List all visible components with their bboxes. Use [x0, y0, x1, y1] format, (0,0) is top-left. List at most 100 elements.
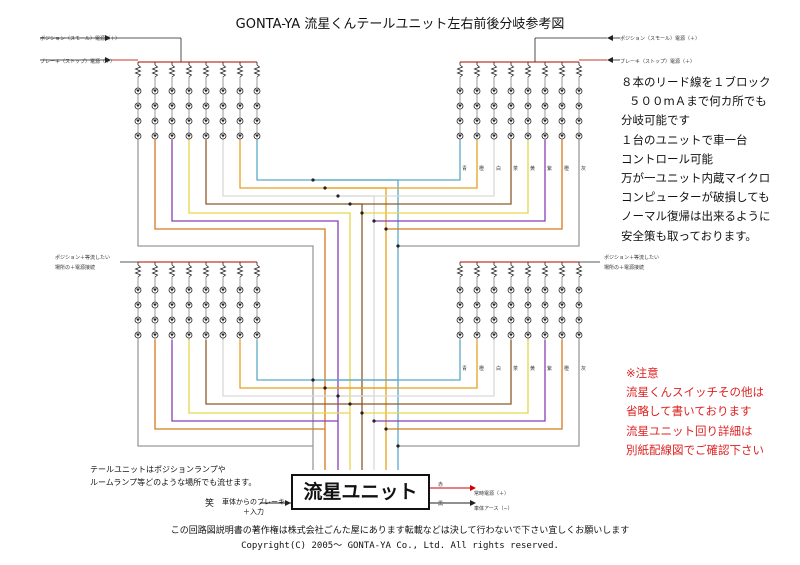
- resistor-symbol: [524, 64, 532, 78]
- unit-mark-red: 赤: [438, 482, 444, 488]
- wire-color-label: 灰: [581, 166, 587, 172]
- resistor-symbol: [185, 64, 193, 78]
- constant-power-label: 常時電源（＋）: [474, 491, 510, 497]
- warning-line: 流星ユニット回り詳細は: [626, 423, 753, 438]
- led-symbol: [526, 104, 530, 108]
- led-symbol: [560, 318, 564, 322]
- led-symbol: [187, 303, 191, 307]
- led-symbol: [458, 104, 462, 108]
- led-symbol: [509, 288, 513, 292]
- led-symbol: [187, 134, 191, 138]
- led-symbol: [458, 119, 462, 123]
- led-symbol: [136, 318, 140, 322]
- bottom-left-label-2: 場所の＋電源接続: [55, 265, 96, 271]
- led-symbol: [492, 303, 496, 307]
- led-symbol: [170, 303, 174, 307]
- led-symbol: [238, 318, 242, 322]
- led-symbol: [475, 333, 479, 337]
- resistor-symbol: [524, 264, 532, 278]
- junction-dot: [336, 194, 340, 198]
- led-symbol: [492, 134, 496, 138]
- wire: [154, 340, 325, 430]
- wire: [362, 340, 529, 414]
- led-symbol: [255, 104, 259, 108]
- wire: [171, 140, 339, 470]
- resistor-symbol: [202, 64, 210, 78]
- led-symbol: [475, 134, 479, 138]
- led-symbol: [136, 89, 140, 93]
- note-line: ８本のリード線を１ブロック: [621, 75, 771, 89]
- led-symbol: [458, 134, 462, 138]
- wire: [350, 340, 512, 405]
- resistor-symbol: [473, 64, 481, 78]
- led-symbol: [238, 303, 242, 307]
- warning-line: 省略して書いております: [626, 404, 752, 419]
- diode-icon: [607, 57, 613, 63]
- led-symbol: [255, 333, 259, 337]
- led-symbol: [543, 288, 547, 292]
- led-symbol: [577, 89, 581, 93]
- led-symbol: [560, 303, 564, 307]
- led-symbol: [153, 303, 157, 307]
- wire-color-label: 青: [462, 166, 468, 172]
- led-symbol: [221, 303, 225, 307]
- led-symbol: [577, 333, 581, 337]
- led-symbol: [475, 104, 479, 108]
- led-symbol: [255, 119, 259, 123]
- warning-line: 流星くんスイッチその他は: [626, 385, 764, 400]
- led-symbol: [543, 134, 547, 138]
- arrow-icon: [470, 500, 476, 506]
- led-symbol: [543, 303, 547, 307]
- top-left-position-label: ポジション（スモール）電源（＋）: [40, 36, 121, 42]
- led-symbol: [492, 104, 496, 108]
- body-ground-label: 車体アース（−）: [474, 506, 513, 512]
- led-symbol: [560, 288, 564, 292]
- tail-unit-note-line: ルームランプ等どのような場所でも流せます。: [90, 478, 257, 487]
- wire-color-label: 橙: [479, 366, 485, 372]
- led-symbol: [204, 89, 208, 93]
- led-symbol: [543, 333, 547, 337]
- wire-color-label: 黄: [530, 366, 536, 372]
- led-symbol: [238, 104, 242, 108]
- wire: [325, 340, 478, 389]
- junction-dot: [311, 178, 315, 182]
- tail-unit-note: テールユニットはポジションランプや ルームランプ等どのような場所でも流せます。: [90, 463, 256, 489]
- resistor-symbol: [236, 264, 244, 278]
- led-symbol: [221, 288, 225, 292]
- led-symbol: [492, 333, 496, 337]
- led-symbol: [458, 303, 462, 307]
- wire: [188, 140, 351, 470]
- led-symbol: [255, 288, 259, 292]
- junction-dot: [384, 227, 388, 231]
- resistor-symbol: [541, 64, 549, 78]
- note-line: 安全策も取っております。: [621, 228, 757, 243]
- spec-notes: ８本のリード線を１ブロック ５００mＡまで何カ所でも 分岐可能です １台のユニッ…: [621, 73, 771, 246]
- led-symbol: [153, 333, 157, 337]
- led-symbol: [509, 134, 513, 138]
- led-symbol: [187, 288, 191, 292]
- led-symbol: [221, 318, 225, 322]
- wire: [362, 140, 529, 214]
- tail-unit-note-line: テールユニットはポジションランプや: [90, 465, 226, 474]
- led-symbol: [526, 119, 530, 123]
- resistor-symbol: [253, 264, 261, 278]
- led-symbol: [170, 134, 174, 138]
- note-line: １台のユニットで車一台: [621, 132, 748, 147]
- led-symbol: [187, 318, 191, 322]
- led-symbol: [492, 119, 496, 123]
- resistor-symbol: [168, 264, 176, 278]
- led-symbol: [238, 288, 242, 292]
- resistor-symbol: [456, 64, 464, 78]
- led-symbol: [153, 134, 157, 138]
- led-symbol: [170, 318, 174, 322]
- led-symbol: [526, 288, 530, 292]
- resistor-symbol: [253, 64, 261, 78]
- led-symbol: [492, 89, 496, 93]
- wire-color-label: 茶: [513, 366, 519, 372]
- led-symbol: [221, 119, 225, 123]
- led-symbol: [187, 89, 191, 93]
- bottom-left-label-1: ポジション＋等流したい: [55, 255, 111, 261]
- led-symbol: [458, 318, 462, 322]
- led-symbol: [560, 333, 564, 337]
